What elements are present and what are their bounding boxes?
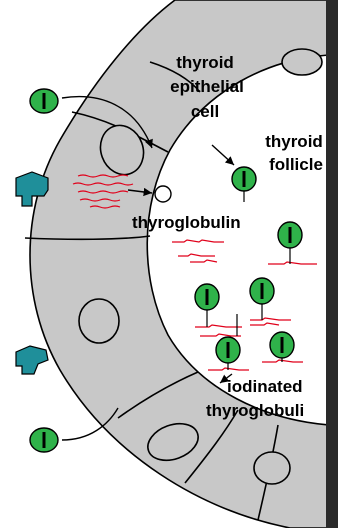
iodide-ion-icon [250, 278, 274, 304]
label-cell-line1: thyroid [176, 53, 234, 72]
label-iodinated-line1: iodinated [227, 377, 303, 396]
label-follicle-line2: follicle [269, 155, 323, 174]
iodide-ion-icon [216, 337, 240, 363]
nucleus-icon [254, 452, 290, 484]
iodide-ion-icon [195, 284, 219, 310]
label-cell-line3: cell [191, 102, 219, 121]
nucleus-icon [79, 299, 119, 343]
iodide-ion-icon [30, 428, 58, 452]
label-cell-line2: epithelial [170, 77, 244, 96]
iodide-ion-icon [232, 167, 256, 191]
iodide-ion-icon [278, 222, 302, 248]
iodide-ion-icon [30, 89, 58, 113]
label-follicle-line1: thyroid [265, 132, 323, 151]
image-edge [326, 0, 338, 528]
iodide-ion-icon [270, 332, 294, 358]
label-thyroglobulin: thyroglobulin [132, 213, 241, 232]
vesicle-icon [155, 186, 171, 202]
label-iodinated-line2: thyroglobuli [206, 401, 304, 420]
nucleus-icon [282, 49, 322, 75]
